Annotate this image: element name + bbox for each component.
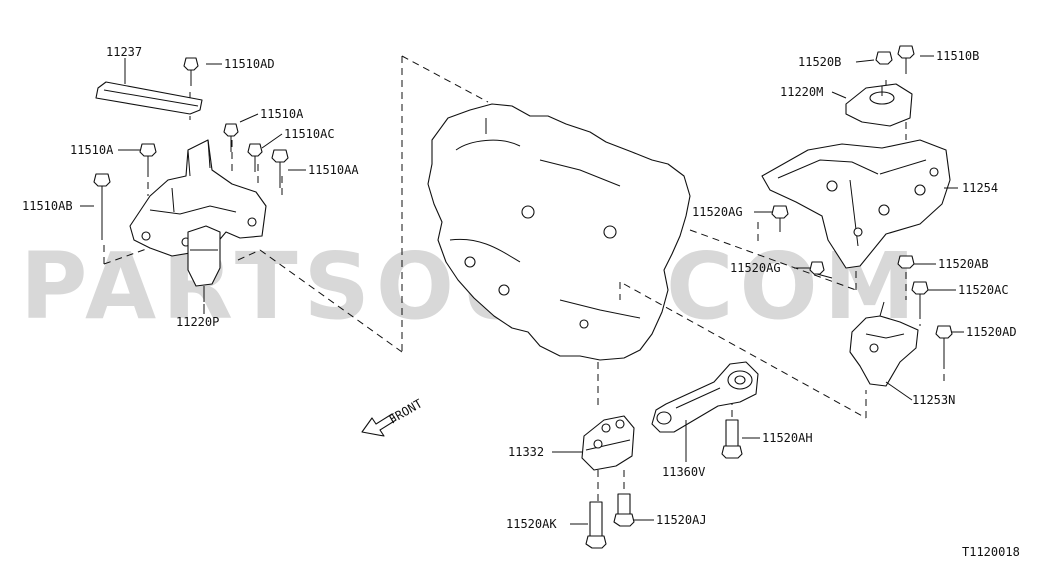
leader-lines (80, 55, 964, 525)
label-11520AG-top: 11520AG (692, 205, 743, 219)
label-11220M: 11220M (780, 85, 823, 99)
part-labels: 11237 11510AD 11510A 11510AC 11510A 1151… (22, 45, 1020, 559)
lower-mounts (581, 361, 759, 471)
label-11520AK: 11520AK (506, 517, 557, 531)
label-11520AC: 11520AC (958, 283, 1009, 297)
label-11510AA: 11510AA (308, 163, 359, 177)
front-label: FRONT (387, 396, 425, 426)
label-11510B: 11510B (936, 49, 979, 63)
label-11510AB: 11510AB (22, 199, 73, 213)
label-11332: 11332 (508, 445, 544, 459)
lower-bolts (585, 419, 743, 549)
label-11253N: 11253N (912, 393, 955, 407)
left-bolts (93, 57, 289, 240)
diagram-code: T1120018 (962, 545, 1020, 559)
label-11520AJ: 11520AJ (656, 513, 707, 527)
label-11360V: 11360V (662, 465, 705, 479)
label-11520AD: 11520AD (966, 325, 1017, 339)
label-11520AG-bottom: 11520AG (730, 261, 781, 275)
label-11254: 11254 (962, 181, 998, 195)
left-mount-bracket (95, 81, 267, 302)
right-mount-bracket (761, 83, 951, 387)
front-arrow: FRONT (361, 396, 425, 437)
label-11510AC: 11510AC (284, 127, 335, 141)
label-11520B: 11520B (798, 55, 841, 69)
label-11510A-left: 11510A (70, 143, 114, 157)
label-11237: 11237 (106, 45, 142, 59)
label-11520AB: 11520AB (938, 257, 989, 271)
label-11510AD: 11510AD (224, 57, 275, 71)
label-11520AH: 11520AH (762, 431, 813, 445)
label-11510A-right: 11510A (260, 107, 304, 121)
engine-block (427, 103, 691, 361)
label-11220P: 11220P (176, 315, 219, 329)
right-bolts (771, 45, 953, 368)
